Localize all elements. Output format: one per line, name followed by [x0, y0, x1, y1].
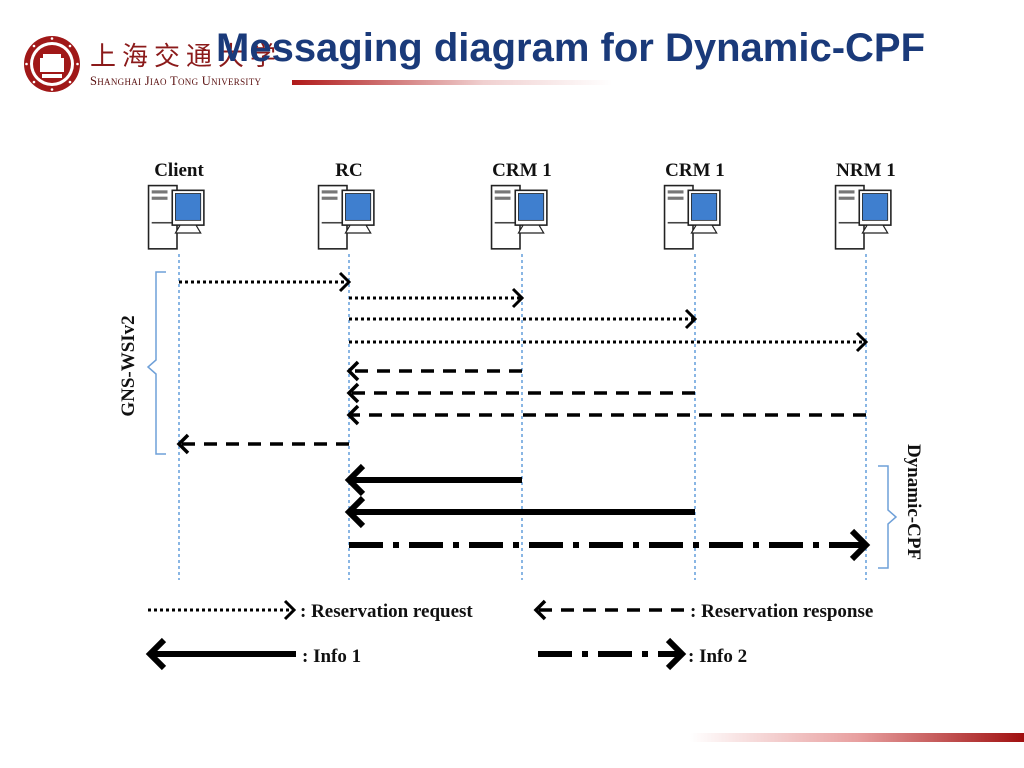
message-arrow [349, 528, 871, 562]
node-label: CRM 1 [492, 160, 552, 181]
message-arrow [349, 331, 869, 353]
header-divider [292, 80, 612, 85]
legend-arrow-info1 [145, 637, 296, 671]
legend-label-info2: : Info 2 [688, 646, 747, 667]
message-arrow [176, 433, 349, 455]
legend-label-request: : Reservation request [300, 601, 473, 622]
message-arrow [346, 360, 522, 382]
slide-title: Messaging diagram for Dynamic-CPF [216, 26, 926, 70]
message-arrow [346, 404, 866, 426]
node-label: RC [335, 160, 362, 181]
university-name-chinese: 上海交通大学 [90, 42, 283, 72]
legend-arrow-info1-head [145, 637, 167, 671]
message-arrow [344, 495, 695, 529]
bracket-left [146, 271, 166, 455]
university-name-english: Shanghai Jiao Tong University [90, 74, 262, 88]
message-arrow-head [176, 433, 190, 455]
message-arrow-head [346, 360, 360, 382]
computer-icon [663, 184, 721, 250]
university-logo: 上海交通大学 Shanghai Jiao Tong University [22, 28, 302, 94]
legend-arrow-info2-head [665, 637, 687, 671]
messaging-diagram-svg: Client RC CRM 1 CRM 1 NRM 1 GNS-WSIv2Dynamic… [118, 160, 924, 671]
legend-arrow-info2 [538, 637, 687, 671]
message-arrow-head [849, 528, 871, 562]
message-arrow-head [855, 331, 869, 353]
message-arrow [179, 271, 352, 293]
node-label: NRM 1 [836, 160, 896, 181]
group-label-gns-wsiv2: GNS-WSIv2 [118, 315, 139, 416]
computer-icon [147, 184, 205, 250]
node-label: CRM 1 [665, 160, 725, 181]
university-seal-icon [24, 36, 80, 92]
legend-arrow-request-head [283, 599, 297, 621]
computer-icon [317, 184, 375, 250]
legend-label-response: : Reservation response [690, 601, 873, 622]
legend-arrow-response-head [533, 599, 547, 621]
bracket-right [878, 465, 898, 569]
message-arrow-head [684, 308, 698, 330]
footer-divider [690, 733, 1024, 742]
message-arrow-head [511, 287, 525, 309]
legend-label-info1: : Info 1 [302, 646, 361, 667]
node-label: Client [154, 160, 204, 181]
message-arrow-head [346, 404, 360, 426]
computer-icon [490, 184, 548, 250]
legend-arrow-response [533, 599, 684, 621]
message-arrow-head [346, 382, 360, 404]
message-arrow [344, 463, 522, 497]
message-arrow-head [344, 495, 366, 529]
message-arrow-head [338, 271, 352, 293]
message-arrow [349, 308, 698, 330]
group-label-dynamic-cpf: Dynamic-CPF [903, 444, 924, 560]
computer-icon [834, 184, 892, 250]
message-arrow [346, 382, 695, 404]
message-arrow [349, 287, 525, 309]
message-arrow-head [344, 463, 366, 497]
legend-arrow-request [148, 599, 297, 621]
